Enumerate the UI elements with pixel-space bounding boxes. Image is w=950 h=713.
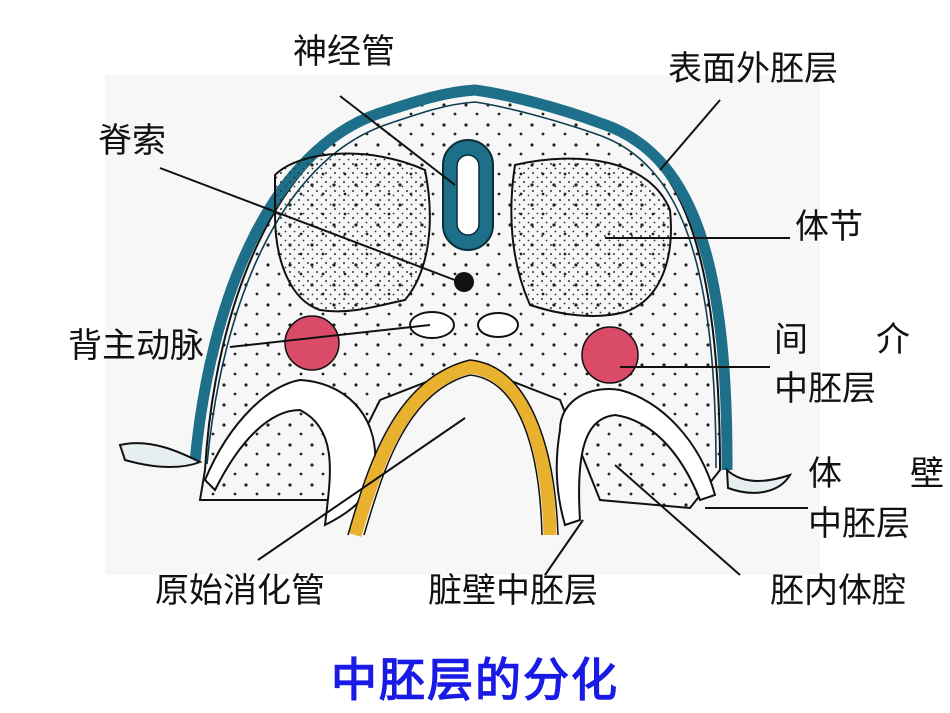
page-title: 中胚层的分化 — [331, 653, 619, 707]
dorsal-aorta-right — [477, 312, 519, 338]
surface-ectoderm-band — [189, 84, 733, 471]
dorsal-aorta-left — [409, 311, 455, 339]
leader-coelom — [614, 464, 741, 576]
label-coelom: 胚内体腔 — [770, 571, 906, 611]
label-surface-ectoderm: 表面外胚层 — [668, 49, 838, 89]
somite-left — [274, 152, 431, 313]
label-dorsal-aorta: 背主动脉 — [68, 326, 204, 366]
leader-surface-ectoderm — [659, 99, 721, 171]
leader-lines — [159, 95, 808, 576]
primitive-gut-endoderm — [348, 360, 557, 537]
somite-right — [510, 157, 672, 317]
leader-splanchnic — [544, 519, 584, 576]
lateral-plate-right — [555, 388, 717, 527]
label-primitive-gut: 原始消化管 — [155, 571, 325, 611]
intermediate-mesoderm-right — [581, 326, 639, 384]
notochord — [454, 272, 474, 292]
label-notochord: 脊索 — [98, 121, 166, 161]
neural-tube-lumen — [456, 154, 480, 236]
leader-dorsal-aorta — [229, 324, 431, 348]
right-fold — [725, 467, 793, 494]
label-intermediate-2: 中胚层 — [774, 369, 876, 409]
label-neural-tube: 神经管 — [293, 32, 395, 72]
label-intermediate-1: 间 介 — [774, 320, 910, 360]
surface-ectoderm-inner — [206, 101, 717, 469]
label-somatic-2: 中胚层 — [808, 504, 910, 544]
label-somite: 体节 — [795, 207, 863, 247]
intermediate-mesoderm-left — [284, 315, 340, 371]
label-somatic-1: 体 壁 — [808, 454, 944, 494]
primitive-gut-outline — [347, 359, 559, 536]
left-fold — [118, 442, 203, 468]
leader-neural-tube — [339, 95, 456, 186]
label-splanchnic-mesoderm: 脏壁中胚层 — [428, 571, 598, 611]
leader-notochord — [159, 167, 461, 283]
leader-primitive-gut — [257, 417, 466, 561]
